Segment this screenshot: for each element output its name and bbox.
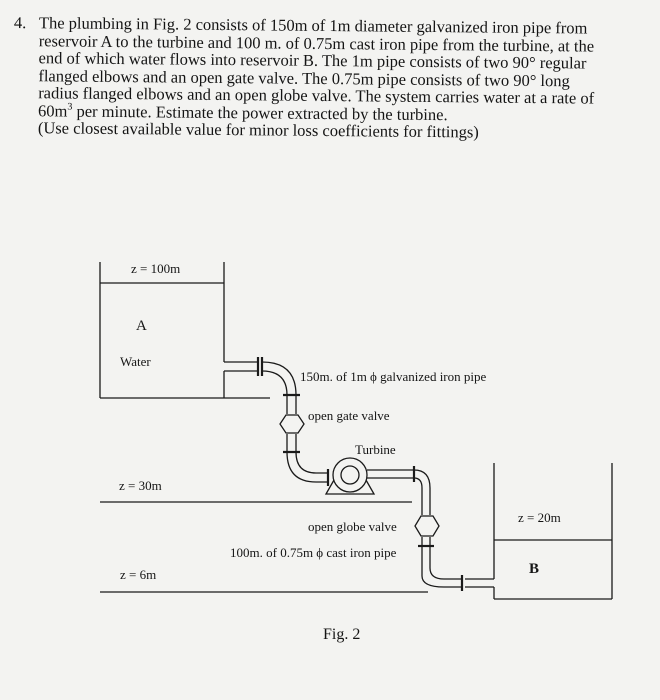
turbine-label: Turbine xyxy=(355,442,396,457)
elbow-2-outer xyxy=(286,451,328,483)
label-z-20m: z = 20m xyxy=(518,510,561,525)
globe-valve-icon xyxy=(414,515,440,537)
gate-valve-icon xyxy=(279,414,305,434)
elbow-3-outer xyxy=(413,469,431,515)
elbow-1-outer xyxy=(261,361,297,396)
turbine-rotor xyxy=(340,465,360,485)
water-label: Water xyxy=(120,354,151,369)
turbine-icon xyxy=(332,457,368,493)
globe-valve-label: open globe valve xyxy=(308,519,397,534)
elbow-4-inner xyxy=(429,567,462,580)
pipe-1-label: 150m. of 1m ϕ galvanized iron pipe xyxy=(300,369,487,384)
reservoir-b-label: B xyxy=(529,561,539,577)
gate-valve-label: open gate valve xyxy=(308,408,390,423)
label-z-6m: z = 6m xyxy=(120,567,156,582)
turbine-base xyxy=(324,479,376,495)
elbow-1-inner xyxy=(261,370,288,396)
figure-caption: Fig. 2 xyxy=(323,626,361,643)
label-z-100m: z = 100m xyxy=(131,261,180,276)
label-z-30m: z = 30m xyxy=(119,478,162,493)
elbow-4-outer xyxy=(421,575,462,588)
pipe-2-label: 100m. of 0.75m ϕ cast iron pipe xyxy=(230,545,397,560)
reservoir-a-label: A xyxy=(136,318,147,334)
elbow-2-inner xyxy=(295,451,328,474)
elbow-3-inner xyxy=(413,477,423,515)
